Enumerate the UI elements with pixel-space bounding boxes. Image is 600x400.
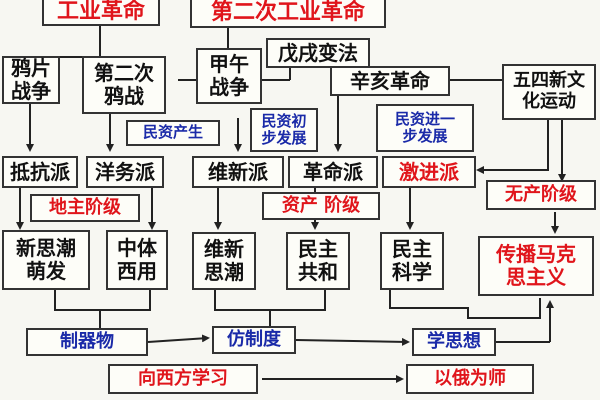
connector	[54, 290, 151, 311]
connector	[389, 290, 541, 319]
node-reform-faction: 维新派	[192, 156, 284, 188]
connector	[214, 290, 326, 311]
node-xinhai-revolution: 辛亥革命	[330, 66, 450, 96]
node-jiawu-war: 甲午 战争	[196, 48, 262, 104]
node-resistance-faction: 抵抗派	[2, 156, 78, 188]
label-capital-further-development: 民资进一 步发展	[376, 104, 474, 152]
label-landlord-class: 地主阶级	[30, 194, 140, 222]
stage-learn-thought: 学思想	[412, 328, 496, 356]
node-new-thought-emerges: 新思潮 萌发	[2, 230, 90, 290]
label-bourgeois-class: 资产 阶级	[262, 192, 380, 220]
node-reform-thought: 维新 思潮	[192, 232, 256, 290]
node-radical-faction: 激进派	[382, 156, 476, 188]
stage-learn-systems: 仿制度	[212, 326, 296, 354]
node-revolution-faction: 革命派	[288, 156, 378, 188]
node-industrial-revolution: 工业革命	[42, 0, 160, 26]
label-proletariat: 无产阶级	[486, 180, 596, 210]
label-capital-emerge: 民资产生	[126, 120, 220, 146]
node-wuxu-reform: 戊戌变法	[266, 38, 370, 68]
node-democracy-science: 民主 科学	[380, 232, 444, 290]
node-may-fourth-movement: 五四新文 化运动	[502, 64, 596, 120]
node-democratic-republic: 民主 共和	[286, 232, 350, 290]
node-second-opium-war: 第二次 鸦战	[82, 56, 166, 114]
label-capital-initial-development: 民资初 步发展	[250, 108, 318, 152]
node-second-industrial-revolution: 第二次工业革命	[190, 0, 386, 28]
connector	[295, 337, 410, 346]
connector	[147, 334, 210, 343]
node-learn-from-russia: 以俄为师	[406, 364, 534, 394]
node-zhongti-xiyong: 中体 西用	[106, 230, 168, 290]
node-spread-marxism: 传播马克 思主义	[478, 236, 594, 296]
stage-learn-tools: 制器物	[26, 328, 148, 356]
node-learn-from-west: 向西方学习	[108, 364, 258, 394]
node-westernization-faction: 洋务派	[86, 156, 164, 188]
connector	[476, 118, 549, 174]
node-opium-war: 鸦片 战争	[2, 56, 60, 104]
